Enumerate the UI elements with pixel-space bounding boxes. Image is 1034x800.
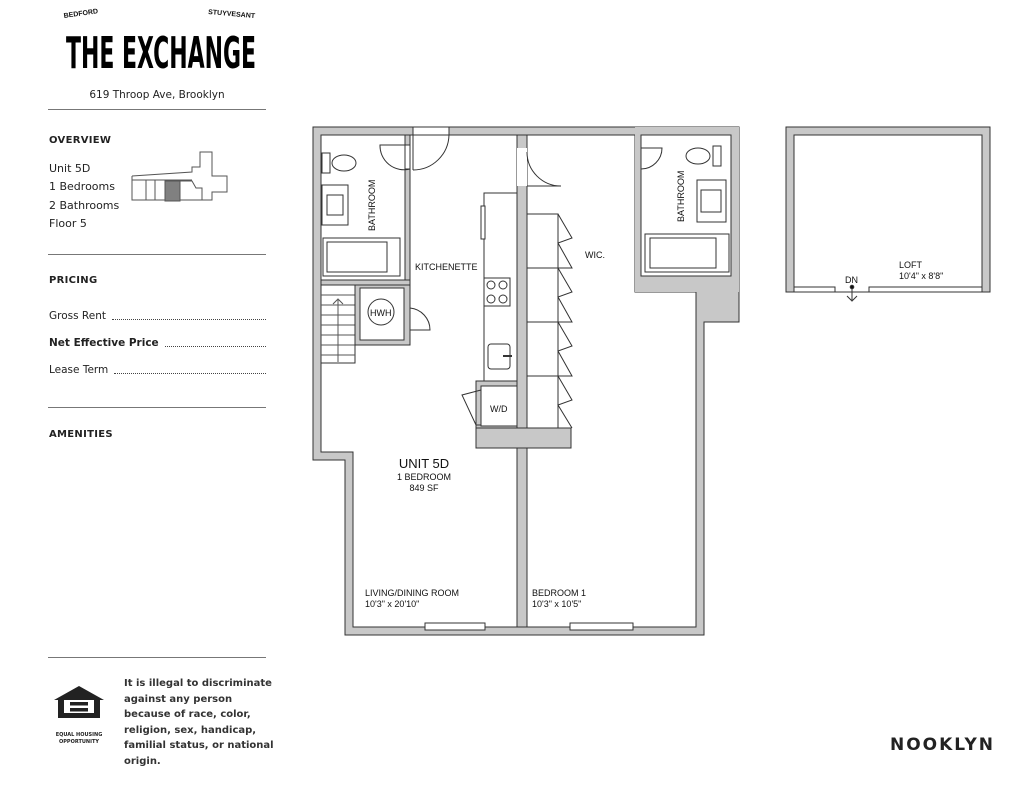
equal-housing-icon bbox=[54, 686, 104, 718]
bedroom-count: 1 Bedrooms bbox=[49, 180, 115, 193]
floor-number: Floor 5 bbox=[49, 217, 87, 230]
svg-text:THE EXCHANGE: THE EXCHANGE bbox=[66, 28, 256, 79]
unit-beds: 1 BEDROOM bbox=[397, 472, 451, 482]
wic-label: WIC. bbox=[585, 250, 605, 260]
gross-rent-row: Gross Rent bbox=[49, 310, 266, 322]
loft-label: LOFT bbox=[899, 260, 923, 270]
unit-highlight bbox=[164, 180, 181, 202]
unit-number: Unit 5D bbox=[49, 162, 91, 175]
living-room-label: LIVING/DINING ROOM bbox=[365, 588, 459, 598]
bathroom-label: BATHROOM bbox=[676, 171, 686, 222]
the-exchange-logo: BEDFORD STUYVESANT THE EXCHANGE bbox=[63, 8, 256, 79]
address: 619 Throop Ave, Brooklyn bbox=[89, 89, 225, 101]
loft bbox=[793, 134, 983, 293]
divider bbox=[48, 407, 266, 408]
living-room-dims: 10'3" x 20'10" bbox=[365, 599, 419, 609]
hwh-label: HWH bbox=[370, 308, 392, 318]
divider bbox=[48, 657, 266, 658]
kitchenette-label: KITCHENETTE bbox=[415, 262, 478, 272]
nooklyn-logo: NOOKLYN bbox=[890, 735, 996, 755]
unit-title: UNIT 5D bbox=[399, 456, 449, 471]
bedroom-label: BEDROOM 1 bbox=[532, 588, 586, 598]
legal-disclaimer: It is illegal to discriminate against an… bbox=[124, 678, 274, 767]
amenities-heading: AMENITIES bbox=[49, 429, 113, 440]
divider bbox=[48, 109, 266, 110]
loft-dims: 10'4" x 8'8" bbox=[899, 271, 943, 281]
pricing-heading: PRICING bbox=[49, 275, 98, 286]
net-effective-row: Net Effective Price bbox=[49, 337, 266, 349]
lease-term-row: Lease Term bbox=[49, 364, 266, 376]
bathroom-count: 2 Bathrooms bbox=[49, 199, 120, 212]
svg-text:STUYVESANT: STUYVESANT bbox=[208, 9, 256, 20]
down-label: DN bbox=[845, 275, 858, 285]
unit-area: 849 SF bbox=[409, 483, 439, 493]
building-keyplan bbox=[131, 151, 228, 202]
wd-label: W/D bbox=[490, 404, 508, 414]
svg-text:BEDFORD: BEDFORD bbox=[63, 8, 98, 20]
bedroom-dims: 10'3" x 10'5" bbox=[532, 599, 581, 609]
overview-heading: OVERVIEW bbox=[49, 135, 112, 146]
bathroom-label: BATHROOM bbox=[367, 180, 377, 231]
divider bbox=[48, 254, 266, 255]
